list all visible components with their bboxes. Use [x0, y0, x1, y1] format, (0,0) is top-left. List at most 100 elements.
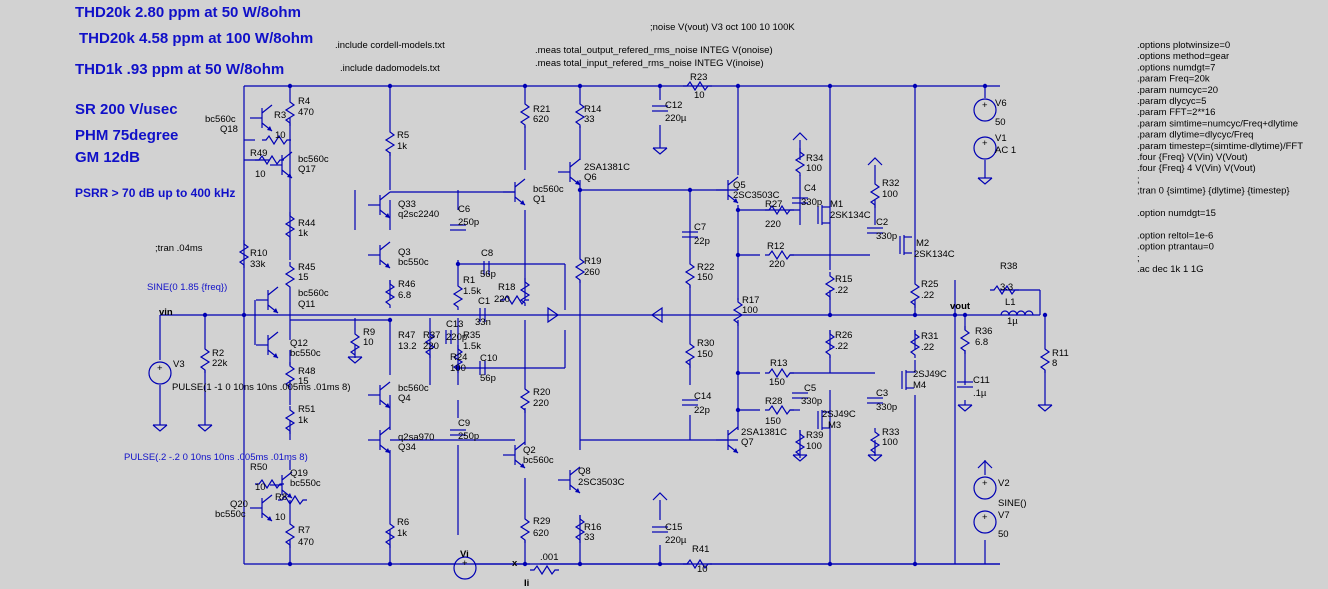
- component-label-q12-ref: Q12: [290, 338, 308, 349]
- component-label-r22-ref: R22: [697, 262, 714, 273]
- component-label-m2-model: 2SK134C: [914, 249, 955, 260]
- component-label-m1-model: 2SK134C: [830, 210, 871, 221]
- component-label-m4-ref: M4: [913, 380, 926, 391]
- polarity-plus: +: [157, 363, 163, 374]
- spice-option-line: .option ptrantau=0: [1137, 242, 1214, 253]
- feedback-arrow: [650, 306, 663, 324]
- junction-dot: [952, 312, 958, 318]
- include-dado: .include dadomodels.txt: [340, 63, 440, 74]
- junction-dot: [827, 83, 833, 89]
- resistor-zigzag: [574, 255, 586, 283]
- component-label-r44-ref: R44: [298, 218, 315, 229]
- resistor-symbol: [684, 340, 696, 368]
- slew-rate-note: SR 200 V/usec: [75, 101, 178, 118]
- component-label-c2-ref: C2: [876, 217, 888, 228]
- resistor-zigzag: [684, 260, 696, 288]
- transistor-collector: [379, 191, 391, 201]
- spice-option-line: .options plotwinsize=0: [1137, 40, 1230, 51]
- component-label-r45-value: 15: [298, 272, 309, 283]
- component-label-r34-value: 100: [806, 163, 822, 174]
- junction-dot: [657, 83, 663, 89]
- resistor-symbol: [255, 154, 284, 166]
- polarity-plus: +: [462, 558, 468, 569]
- ground-triangle: [867, 454, 883, 462]
- component-label-r4-value: 470: [298, 107, 314, 118]
- resistor-zigzag: [574, 100, 586, 128]
- ground-triangle: [197, 424, 213, 432]
- component-label-r33-value: 100: [882, 437, 898, 448]
- pulse2-spec: PULSE(.2 -.2 0 10ns 10ns .005ms .01ms 8): [124, 452, 308, 463]
- junction-dot: [735, 407, 741, 413]
- resistor-zigzag: [765, 249, 794, 261]
- spice-options-block: .options plotwinsize=0.options method=ge…: [1137, 40, 1303, 275]
- resistor-symbol: [284, 362, 296, 390]
- supply-arrow: [867, 157, 883, 166]
- resistor-symbol: [1039, 345, 1051, 373]
- phase-margin-note: PHM 75degree: [75, 127, 178, 144]
- resistor-zigzag: [519, 385, 531, 413]
- transistor-symbol: [558, 466, 581, 494]
- supply-arrow: [652, 492, 668, 501]
- resistor-zigzag: [574, 515, 586, 543]
- component-label-r50-value: 10: [255, 482, 266, 493]
- junction-dot: [1042, 312, 1048, 318]
- component-label-r33-ref: R33: [882, 427, 899, 438]
- component-label-r39-value: 100: [806, 441, 822, 452]
- component-label-q34-ref: Q34: [398, 442, 416, 453]
- resistor-zigzag: [278, 494, 307, 506]
- transistor-arrow: [733, 448, 738, 453]
- junction-dot: [657, 561, 663, 567]
- resistor-symbol: [869, 428, 881, 456]
- resistor-symbol: [519, 515, 531, 543]
- resistor-zigzag: [683, 80, 712, 92]
- component-label-r48-value: 15: [298, 376, 309, 387]
- net-label-vout: vout: [950, 301, 971, 312]
- component-label-c15-value: 220µ: [665, 535, 687, 546]
- component-label-r15-ref: R15: [835, 274, 852, 285]
- component-label-c4-value: 330p: [801, 197, 822, 208]
- component-label-r25-ref: R25: [921, 279, 938, 290]
- component-label-r20-ref: R20: [533, 387, 550, 398]
- component-label-q19-model: bc550c: [290, 478, 321, 489]
- resistor-symbol: [684, 260, 696, 288]
- supply-arrow: [792, 132, 808, 141]
- resistor-zigzag: [284, 262, 296, 290]
- component-label-c3-value: 330p: [876, 402, 897, 413]
- junction-dot: [735, 252, 741, 258]
- transistor-collector: [569, 158, 581, 168]
- resistor-symbol: [574, 100, 586, 128]
- component-label-c6-ref: C6: [458, 204, 470, 215]
- resistor-zigzag: [869, 180, 881, 208]
- transistor-symbol: [716, 176, 739, 204]
- junction-dot: [522, 83, 528, 89]
- resistor-symbol: [238, 240, 250, 268]
- resistor-zigzag: [732, 298, 744, 326]
- component-label-r28-value: 150: [765, 416, 781, 427]
- spice-option-line: .option reltol=1e-6: [1137, 230, 1213, 241]
- component-label-r30-ref: R30: [697, 338, 714, 349]
- resistor-zigzag: [684, 340, 696, 368]
- junction-dot: [522, 561, 528, 567]
- component-label-r2-value: 22k: [212, 358, 228, 369]
- component-label-r18-value: 220: [494, 294, 510, 305]
- component-label-c11-ref: C11: [973, 375, 990, 386]
- component-label-c1-value: 33n: [475, 317, 491, 328]
- resistor-zigzag: [794, 148, 806, 176]
- resistor-zigzag: [284, 520, 296, 548]
- junction-dot: [577, 83, 583, 89]
- ground-symbol: [197, 424, 213, 432]
- ground-symbol: [347, 356, 363, 364]
- component-label-q7-ref: Q7: [741, 437, 754, 448]
- transistor-symbol: [250, 104, 273, 132]
- component-label-r3-value: 10: [275, 130, 286, 141]
- component-label-m2-ref: M2: [916, 238, 929, 249]
- component-label-r32-ref: R32: [882, 178, 899, 189]
- component-label-r28-ref: R28: [765, 396, 782, 407]
- junction-dot: [577, 561, 583, 567]
- component-label-r19-value: 260: [584, 267, 600, 278]
- component-label-r8-value: 10: [275, 512, 286, 523]
- resistor-zigzag: [262, 134, 291, 146]
- component-label-r31-ref: R31: [921, 331, 938, 342]
- junction-dot: [455, 261, 461, 267]
